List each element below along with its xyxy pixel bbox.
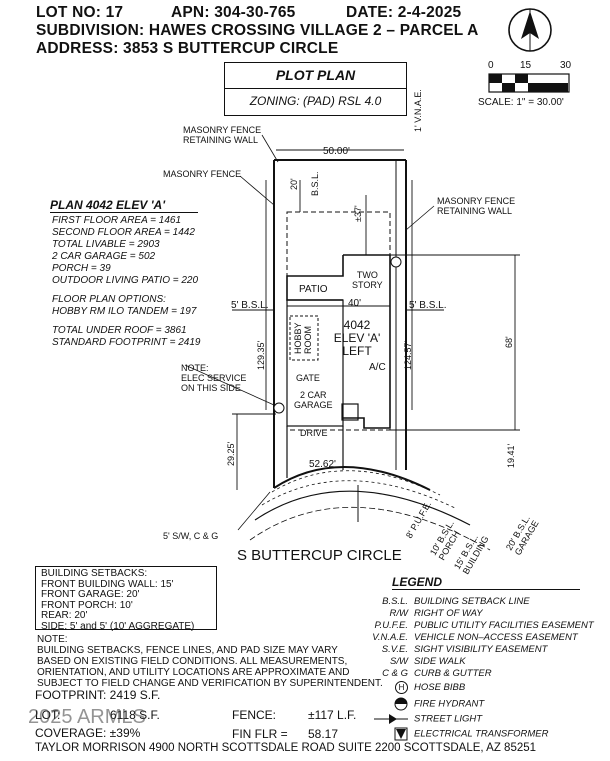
- rear-bsl-tag: B.S.L.: [310, 171, 320, 196]
- house-plan-label: 4042 ELEV 'A' LEFT: [333, 318, 381, 358]
- legend-item: B.S.L.BUILDING SETBACK LINE: [382, 596, 530, 607]
- fire-hydrant-icon: [394, 697, 408, 711]
- ac-label: A/C: [369, 362, 386, 373]
- house-depth-dim: 68': [504, 336, 514, 348]
- plan-line: TOTAL LIVABLE = 2903: [52, 239, 160, 250]
- lot-area-label: LOT:: [35, 708, 61, 722]
- elec-service-note: NOTE: ELEC SERVICE ON THIS SIDE: [181, 363, 247, 393]
- fin-floor-value: 58.17: [308, 727, 339, 741]
- plot-plan-title: PLOT PLAN: [225, 63, 406, 89]
- masonry-fence-retaining-left-label: MASONRY FENCE RETAINING WALL: [183, 125, 262, 145]
- legend-item: STREET LIGHT: [354, 713, 482, 725]
- legend-item: ELECTRICAL TRANSFORMER: [354, 727, 548, 741]
- plan-line: SECOND FLOOR AREA = 1442: [52, 227, 195, 238]
- lot-area-value: 6118 S.F.: [110, 708, 160, 722]
- street-light-icon: [374, 714, 408, 724]
- rear-width-dim: 50.00': [323, 146, 350, 157]
- electrical-transformer-icon: [394, 727, 408, 741]
- setbacks-line: FRONT BUILDING WALL: 15': [41, 578, 174, 590]
- setbacks-box: BUILDING SETBACKS: FRONT BUILDING WALL: …: [35, 566, 217, 632]
- front-setback-left-dim: 29.25': [226, 441, 236, 466]
- legend-item: V.N.A.E.VEHICLE NON–ACCESS EASEMENT: [372, 632, 578, 643]
- plan-line: FIRST FLOOR AREA = 1461: [52, 215, 182, 226]
- scale-tick-15: 15: [520, 60, 532, 71]
- garage-label: 2 CAR GARAGE: [294, 390, 333, 410]
- setbacks-line: FRONT PORCH: 10': [41, 599, 133, 611]
- setbacks-title: BUILDING SETBACKS:: [41, 568, 148, 579]
- scale-label: SCALE: 1" = 30.00': [478, 97, 564, 108]
- right-depth-dim: 124.57': [403, 340, 413, 370]
- plan-line: 2 CAR GARAGE = 502: [52, 251, 156, 262]
- fin-floor-label: FIN FLR =: [232, 727, 288, 741]
- scale-tick-0: 0: [488, 60, 494, 71]
- gate-label: GATE: [296, 373, 320, 383]
- fence-value: ±117 L.F.: [308, 708, 357, 722]
- drive-label: DRIVE: [300, 428, 328, 438]
- street-name: S BUTTERCUP CIRCLE: [237, 547, 402, 564]
- setbacks-line: FRONT GARAGE: 20': [41, 589, 140, 600]
- footprint: FOOTPRINT: 2419 S.F.: [35, 688, 161, 702]
- masonry-fence-label: MASONRY FENCE: [163, 169, 242, 179]
- plan-heading: PLAN 4042 ELEV 'A': [50, 198, 198, 213]
- side-bsl-left-dim: 5' B.S.L.: [231, 300, 269, 311]
- fence-label: FENCE:: [232, 708, 277, 722]
- legend-item: P.U.F.E.PUBLIC UTILITY FACILITIES EASEME…: [374, 620, 594, 631]
- rear-bsl-dim: 20': [289, 178, 299, 190]
- footer-company: TAYLOR MORRISON 4900 NORTH SCOTTSDALE RO…: [35, 742, 537, 754]
- coverage: COVERAGE: ±39%: [35, 726, 141, 740]
- masonry-fence-retaining-right-label: MASONRY FENCE RETAINING WALL: [437, 196, 516, 216]
- watermark: 2025 ARMLS: [28, 706, 146, 728]
- plan-line: FLOOR PLAN OPTIONS:: [52, 294, 166, 305]
- apn: APN: 304-30-765: [171, 4, 296, 21]
- legend-item: S.V.E.SIGHT VISIBILITY EASEMENT: [381, 644, 548, 655]
- two-story-label: TWO STORY: [352, 270, 383, 290]
- general-note: NOTE: BUILDING SETBACKS, FENCE LINES, AN…: [37, 634, 383, 689]
- left-depth-dim: 129.35': [256, 340, 266, 370]
- plan-line: TOTAL UNDER ROOF = 3861: [52, 325, 187, 336]
- side-bsl-right-dim: 5' B.S.L.: [409, 300, 447, 311]
- scale-tick-30: 30: [560, 60, 572, 71]
- setbacks-line: REAR: 20': [41, 610, 88, 621]
- hose-bibb-icon: H: [395, 681, 408, 694]
- address: ADDRESS: 3853 S BUTTERCUP CIRCLE: [36, 40, 339, 57]
- north-arrow-icon: [508, 8, 552, 52]
- legend-item: FIRE HYDRANT: [354, 697, 484, 711]
- front-setback-right-dim: 19.41': [506, 443, 516, 468]
- zoning: ZONING: (PAD) RSL 4.0: [249, 94, 382, 108]
- title-block: PLOT PLAN ZONING: (PAD) RSL 4.0: [224, 62, 407, 116]
- front-width-dim: 52.62': [309, 459, 336, 470]
- patio-label: PATIO: [299, 284, 328, 295]
- legend-title: LEGEND: [392, 575, 580, 590]
- setbacks-line: SIDE: 5' and 5' (10' AGGREGATE): [41, 620, 195, 632]
- plan-line: OUTDOOR LIVING PATIO = 220: [52, 275, 199, 286]
- lot-number: LOT NO: 17: [36, 4, 124, 21]
- date: DATE: 2-4-2025: [346, 4, 462, 21]
- plan-line: HOBBY RM ILO TANDEM = 197: [52, 306, 197, 317]
- sidewalk-label: 5' S/W, C & G: [163, 531, 219, 541]
- vnae-label: 1' V.N.A.E.: [413, 89, 423, 132]
- hobby-room-label: HOBBY ROOM: [293, 322, 313, 354]
- rear-depth-dim: ±37': [353, 205, 363, 222]
- plan-line: PORCH = 39: [52, 263, 111, 274]
- subdivision: SUBDIVISION: HAWES CROSSING VILLAGE 2 – …: [36, 22, 479, 39]
- plan-line: STANDARD FOOTPRINT = 2419: [52, 337, 201, 348]
- house-width-dim: 40': [348, 298, 362, 309]
- scale-bar-icon: [488, 73, 570, 93]
